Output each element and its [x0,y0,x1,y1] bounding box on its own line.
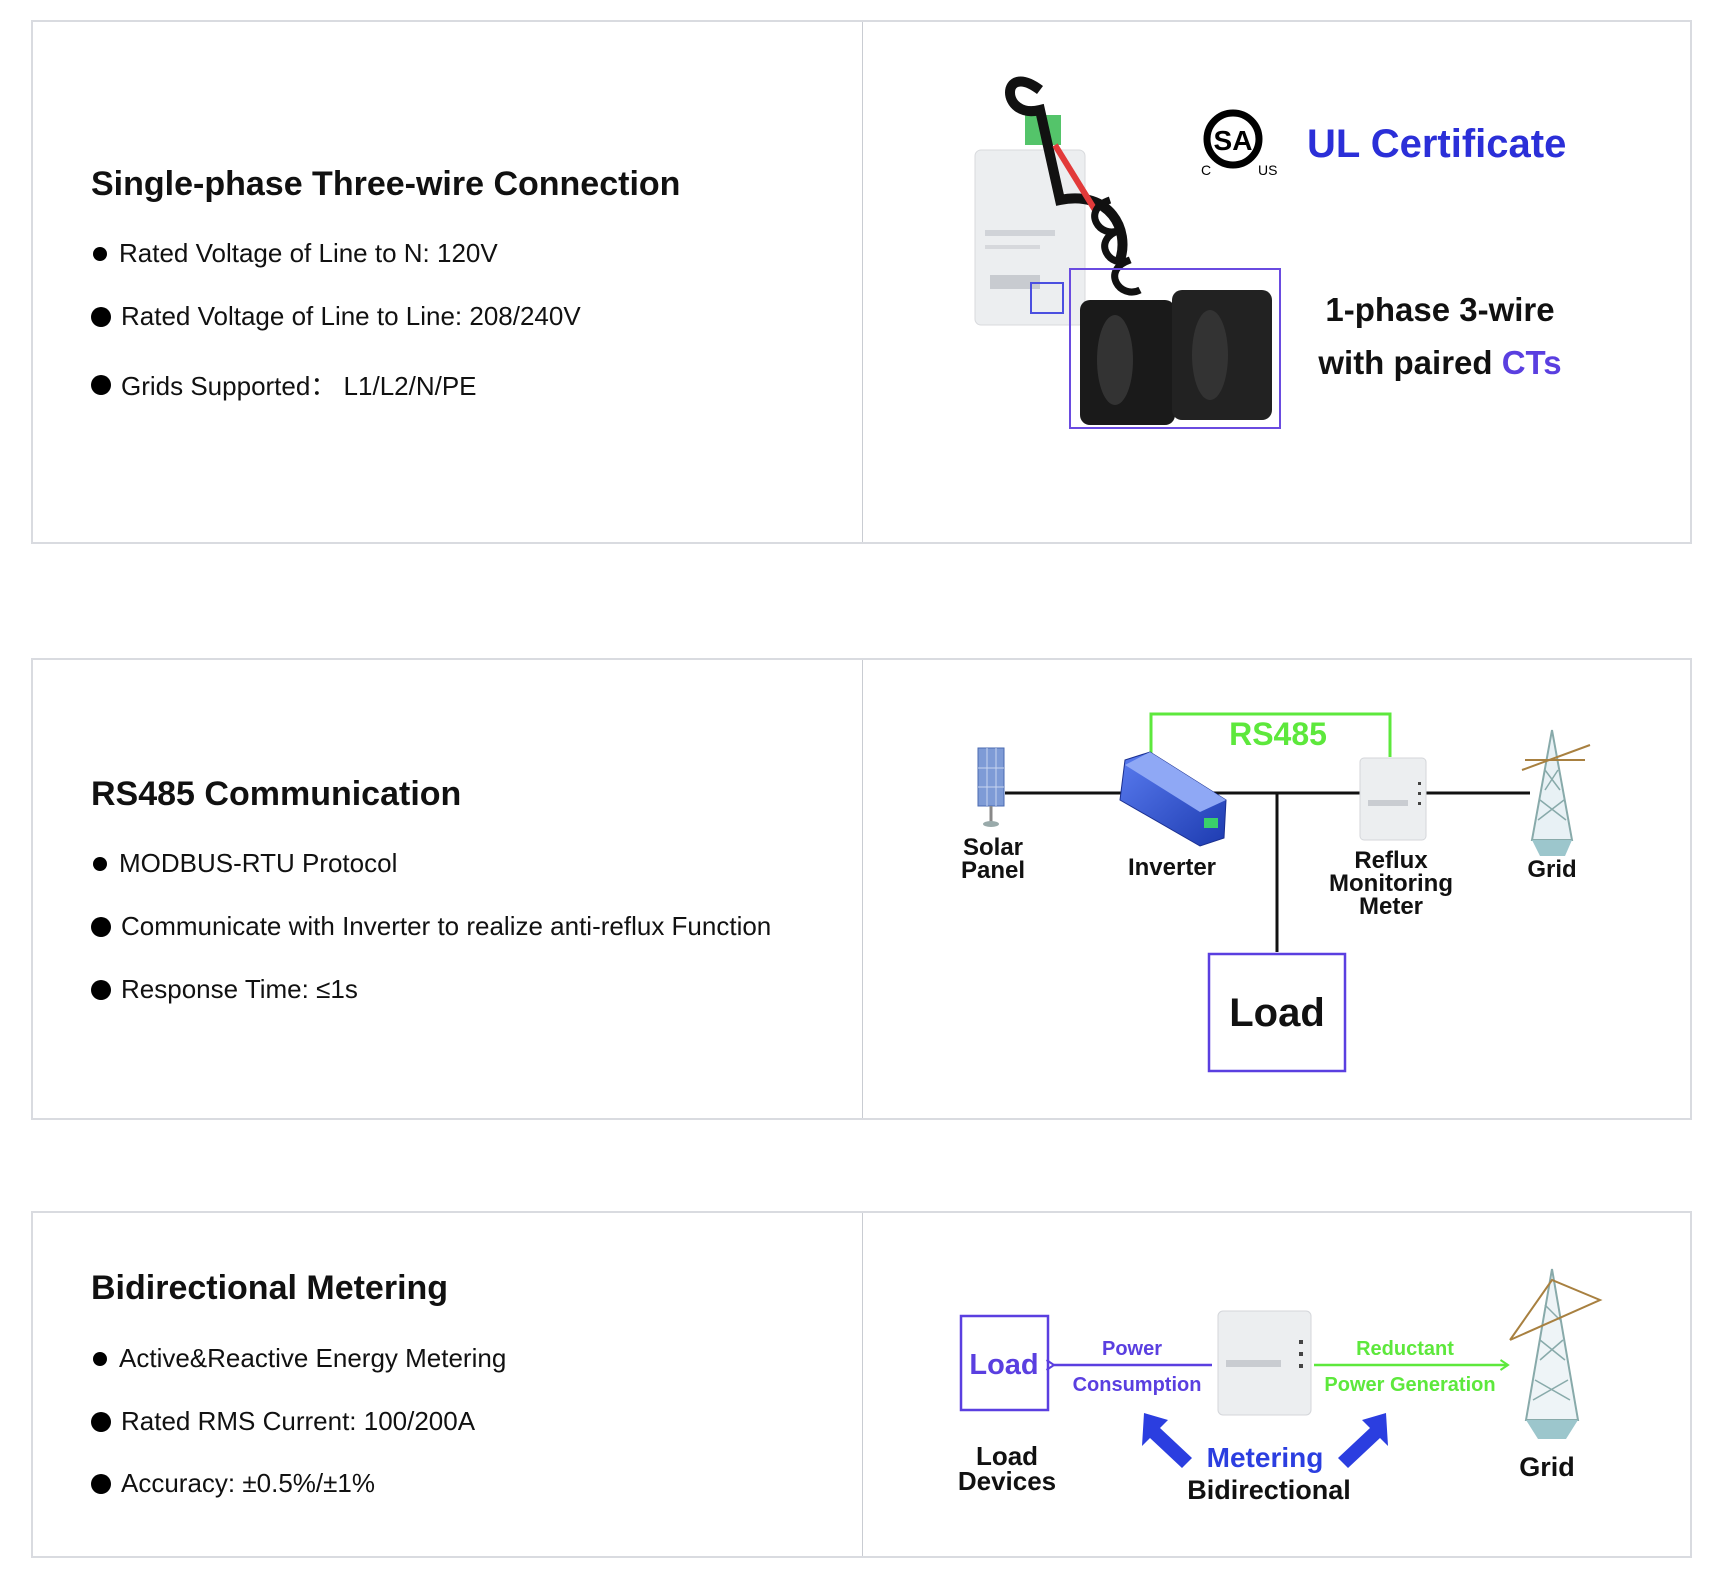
transmission-tower-icon [1509,1268,1603,1439]
consumption-label: Consumption [1073,1374,1202,1396]
csa-certification-logo: SA C US [1201,109,1277,178]
card-divider [862,1213,863,1556]
metering-label: Metering [1207,1442,1324,1473]
transmission-tower-icon [1521,729,1591,856]
meter-with-ct-photo [974,76,1281,429]
bullet-dot-icon [93,246,107,261]
bullet-text: Rated RMS Current: 100/200A [121,1406,476,1436]
bullet-dot-icon [91,1411,111,1432]
metering-arrows [1142,1413,1388,1468]
bullet-text: MODBUS-RTU Protocol [119,848,398,878]
meter-label: Reflux [1354,847,1428,874]
bullet-dot-icon [93,856,107,871]
load-label: Load [1229,991,1325,1035]
svg-text:SA: SA [1214,125,1253,156]
bullet-dot-icon [91,979,111,1000]
load-box-label: Load [969,1349,1038,1381]
solar-label: Panel [961,857,1025,884]
bullet-text: Accuracy: ±0.5%/±1% [121,1468,375,1498]
svg-text:C: C [1201,162,1211,178]
section-title: RS485 Communication [91,775,462,813]
grid-label: Grid [1527,856,1576,883]
bullet-text: Grids Supported： L1/L2/N/PE [121,371,477,401]
rs485-wiring-lines [1005,712,1530,952]
bullet-dot-icon [91,916,111,937]
bullet-text: Rated Voltage of Line to Line: 208/240V [121,301,581,331]
bullet-text: Active&Reactive Energy Metering [119,1343,507,1373]
bullet-dot-icon [91,374,111,395]
bullet-item: MODBUS-RTU Protocol [91,848,397,879]
card-divider [862,660,863,1118]
svg-text:US: US [1258,162,1277,178]
bullet-item: Rated Voltage of Line to Line: 208/240V [91,301,581,332]
feature-card-rs485: RS485 Communication MODBUS-RTU Protocol … [31,658,1692,1120]
bullet-text: Rated Voltage of Line to N: 120V [119,238,498,268]
bullet-dot-icon [91,306,111,327]
section-title: Bidirectional Metering [91,1269,449,1307]
solar-panel-icon [977,747,1005,827]
load-devices-label: Load [976,1441,1038,1471]
inverter-icon [1119,751,1227,847]
generation-label: Reductant [1356,1338,1454,1360]
bullet-text: Response Time: ≤1s [121,974,358,1004]
ct-caption-line1: 1-phase 3-wire [1325,291,1554,328]
rs485-bus-label: RS485 [1229,716,1327,752]
bullet-item: Accuracy: ±0.5%/±1% [91,1468,375,1499]
bidirectional-meter-icon [1217,1310,1312,1416]
up-left-arrow-icon [1142,1413,1192,1468]
diagram-labels: Solar Panel Inverter Reflux Monitoring M… [961,834,1577,920]
bullet-text: Communicate with Inverter to realize ant… [121,911,772,941]
card-divider [862,22,863,542]
ct-caption-line2: with paired CTs [1317,344,1561,381]
feature-card-bidirectional: Bidirectional Metering Active&Reactive E… [31,1211,1692,1558]
generation-label: Power Generation [1324,1374,1495,1396]
meter-label: Monitoring [1329,870,1453,897]
feature-card-connection: Single-phase Three-wire Connection Rated… [31,20,1692,544]
solar-label: Solar [963,834,1023,861]
up-right-arrow-icon [1338,1413,1388,1468]
bullet-item: Rated Voltage of Line to N: 120V [91,238,498,269]
inverter-label: Inverter [1128,854,1216,881]
bullet-item: Grids Supported： L1/L2/N/PE [91,366,477,403]
bullet-item: Rated RMS Current: 100/200A [91,1406,475,1437]
load-devices-label: Devices [958,1466,1056,1496]
bullet-item: Communicate with Inverter to realize ant… [91,911,771,942]
load-box [1207,952,1347,1073]
reflux-meter-icon [1359,757,1427,841]
bullet-item: Active&Reactive Energy Metering [91,1343,506,1374]
bidirectional-label: Bidirectional [1187,1475,1351,1505]
consumption-label: Power [1102,1338,1162,1360]
bullet-item: Response Time: ≤1s [91,974,358,1005]
grid-label: Grid [1519,1452,1575,1482]
bullet-dot-icon [91,1473,111,1494]
meter-label: Meter [1359,893,1423,920]
section-title: Single-phase Three-wire Connection [91,165,681,203]
ul-certificate-label: UL Certificate [1307,122,1566,166]
bullet-dot-icon [93,1351,107,1366]
